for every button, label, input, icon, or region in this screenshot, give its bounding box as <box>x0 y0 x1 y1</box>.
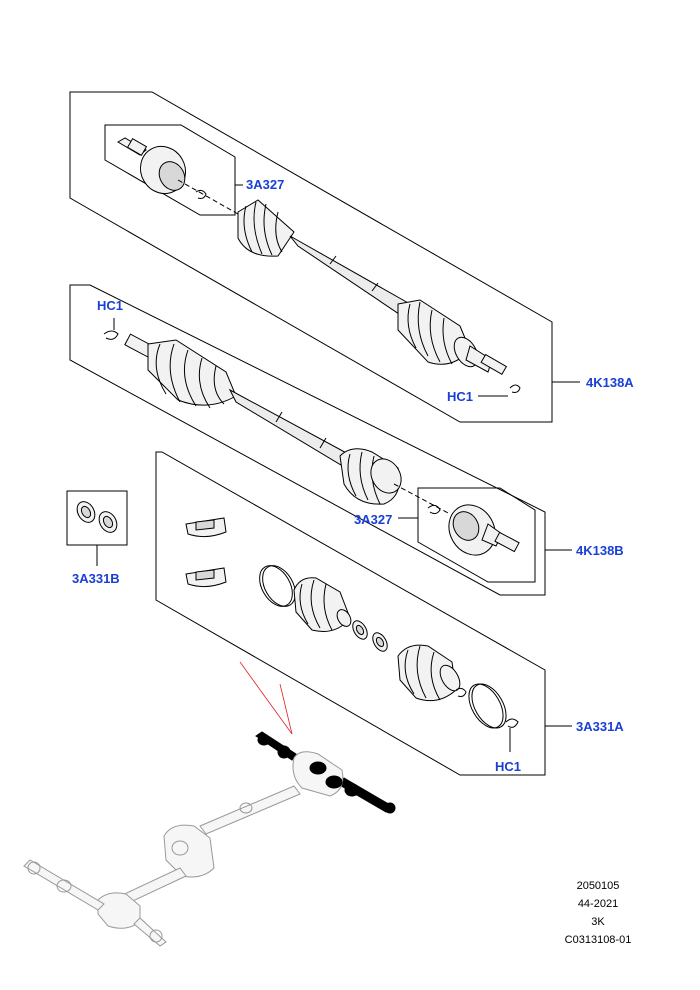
callout-hc1-upper[interactable]: HC1 <box>447 389 474 404</box>
upper-halfshaft-frame <box>69 91 580 423</box>
callout-hc1-lower[interactable]: HC1 <box>495 759 522 774</box>
middle-halfshaft-frame <box>69 284 572 596</box>
seal-kit-parts <box>76 501 118 533</box>
upper-halfshaft-assembly <box>117 137 521 397</box>
callout-3a327-middle[interactable]: 3A327 <box>354 512 393 527</box>
reference-code-4: C0313108-01 <box>564 934 632 946</box>
callout-3a327-upper[interactable]: 3A327 <box>246 177 285 192</box>
driveline-overview <box>23 731 396 947</box>
callout-3a331b[interactable]: 3A331B <box>72 571 120 586</box>
reference-code-3: 3K <box>591 916 605 928</box>
callout-4k138a[interactable]: 4K138A <box>586 375 634 390</box>
callout-hc1-middle[interactable]: HC1 <box>97 298 124 313</box>
middle-halfshaft-assembly <box>103 318 520 556</box>
seal-kit-frame <box>66 490 128 566</box>
boot-kit-parts <box>185 517 519 729</box>
reference-code-1: 2050105 <box>576 880 620 892</box>
boot-kit-frame <box>155 451 572 776</box>
callout-3a331a[interactable]: 3A331A <box>576 719 624 734</box>
location-highlight-lines <box>239 661 293 735</box>
reference-code-2: 44-2021 <box>577 898 619 910</box>
callout-4k138b[interactable]: 4K138B <box>576 543 624 558</box>
